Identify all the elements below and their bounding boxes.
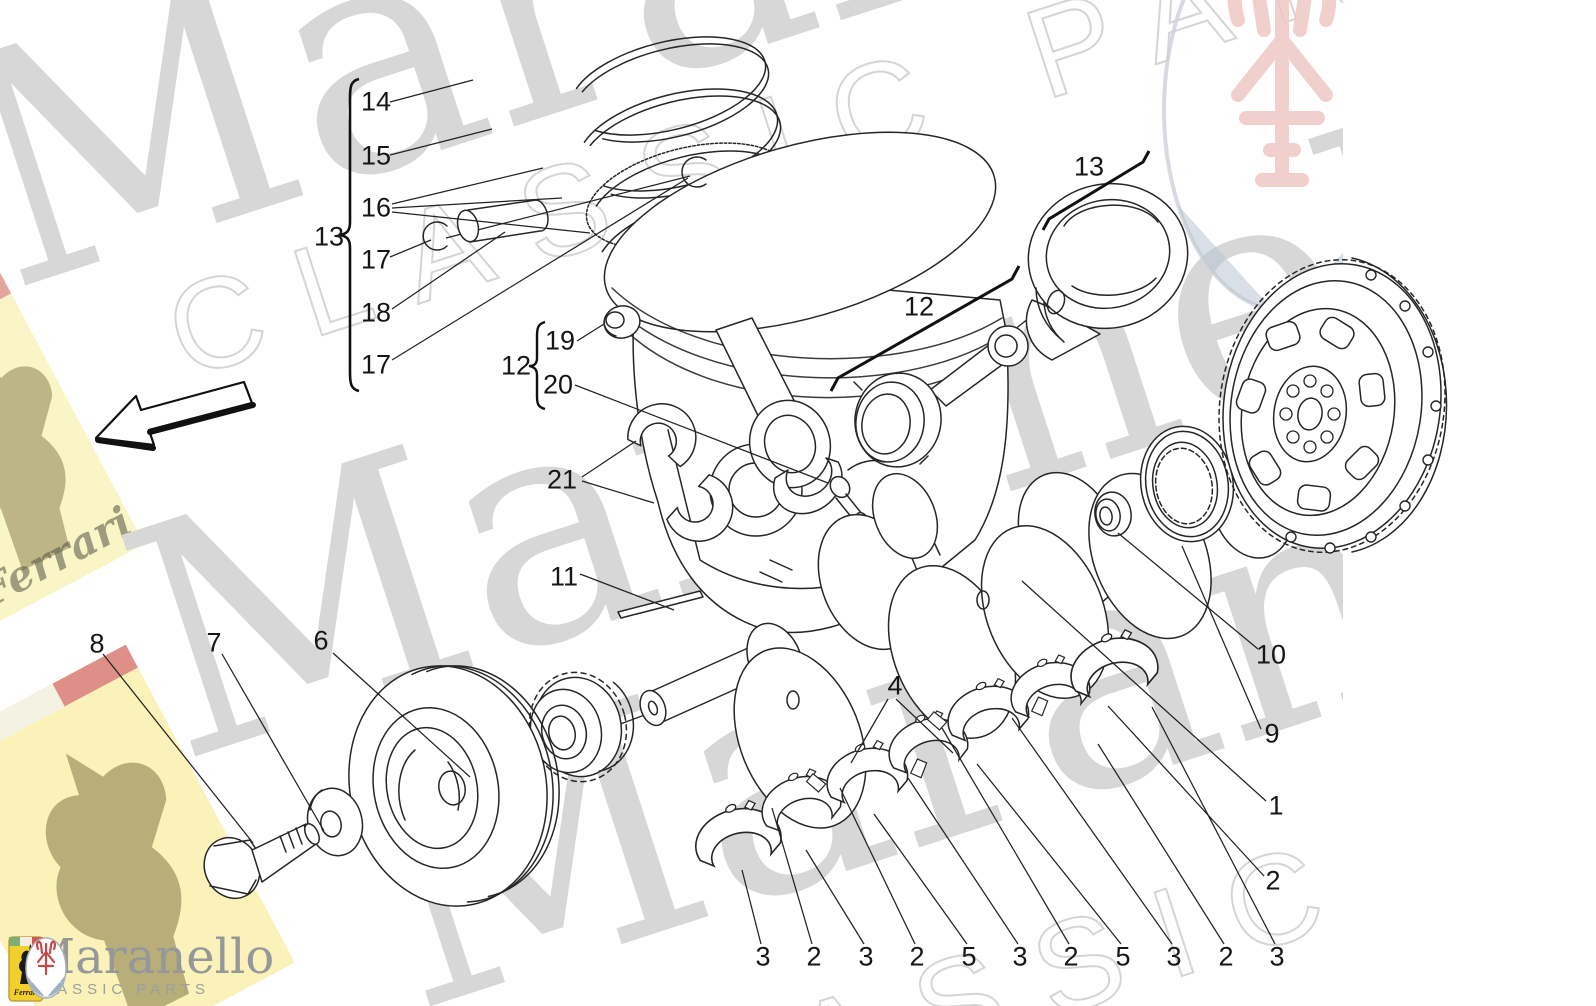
- callout-8: 8: [89, 628, 105, 659]
- callout-18: 18: [360, 297, 392, 328]
- callout-row-3: 2: [909, 941, 925, 972]
- maranello-classic-parts-logo: Ferrari Maranello CLASSIC PARTS MASERATI: [8, 929, 275, 1002]
- group-brackets: [338, 77, 1151, 411]
- callout-row-8: 3: [1166, 941, 1182, 972]
- callout-2: 2: [1265, 865, 1281, 896]
- gudgeon-pin-drawing: [422, 156, 707, 251]
- callout-11: 11: [549, 561, 579, 592]
- callout-12-group: 12: [500, 350, 532, 381]
- sprocket-drawing: [528, 671, 635, 783]
- callout-14: 14: [360, 86, 392, 117]
- direction-arrow: [94, 380, 256, 451]
- callout-row-9: 2: [1218, 941, 1234, 972]
- piston-drawing: [603, 131, 1009, 634]
- callout-17: 17: [360, 244, 392, 275]
- callout-row-0: 3: [755, 941, 771, 972]
- callout-21: 21: [546, 464, 578, 495]
- callout-20: 20: [542, 369, 574, 400]
- callout-row-7: 5: [1115, 941, 1131, 972]
- callout-row-1: 2: [806, 941, 822, 972]
- leader-lines: [102, 79, 1276, 945]
- callout-row-2: 3: [858, 941, 874, 972]
- callout-12: 12: [903, 291, 935, 322]
- callout-9: 9: [1264, 718, 1280, 749]
- callout-16: 16: [360, 192, 392, 223]
- small-end-bushing-drawing: [603, 305, 641, 339]
- callout-17b: 17: [360, 349, 392, 380]
- rod-bearing-shells-drawing: [627, 403, 734, 542]
- pulley-drawing: [348, 665, 560, 907]
- callout-row-5: 3: [1012, 941, 1028, 972]
- callout-19: 19: [544, 325, 576, 356]
- bolt-drawing: [203, 823, 320, 900]
- callout-7: 7: [206, 627, 222, 658]
- maserati-oval-icon: MASERATI: [25, 937, 67, 999]
- maserati-band-label: MASERATI: [30, 979, 62, 985]
- connecting-rod1-drawing: [715, 317, 869, 527]
- callout-row-6: 2: [1063, 941, 1079, 972]
- callout-row-10: 3: [1269, 941, 1285, 972]
- callout-4: 4: [887, 670, 903, 701]
- callout-13: 13: [1073, 151, 1105, 182]
- oil-seal-drawing: [1139, 425, 1235, 543]
- piston2-drawing: [1025, 182, 1189, 361]
- ferrari-shield-label: Ferrari: [13, 988, 39, 997]
- callout-15: 15: [360, 140, 392, 171]
- callout-10: 10: [1255, 639, 1287, 670]
- pilot-bearing-drawing: [1094, 491, 1132, 537]
- wordmark: Maranello: [26, 929, 275, 985]
- callout-1: 1: [1268, 790, 1284, 821]
- callout-6: 6: [313, 625, 329, 656]
- tagline: CLASSIC PARTS: [28, 981, 210, 999]
- callout-13-group: 13: [313, 221, 345, 252]
- flywheel-drawing: [1218, 257, 1448, 554]
- callout-row-4: 5: [961, 941, 977, 972]
- connecting-rod2-drawing: [853, 325, 1029, 468]
